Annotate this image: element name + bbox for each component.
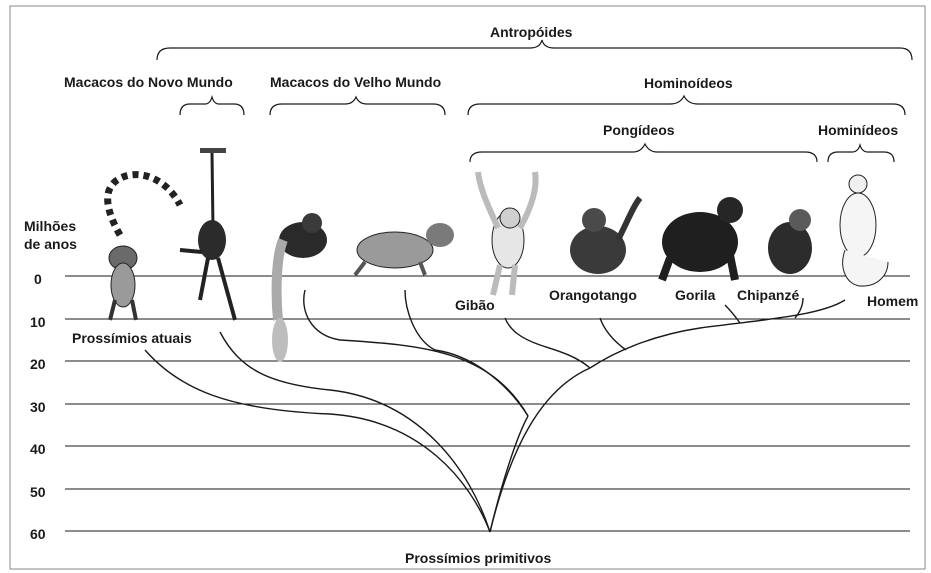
- label-hominideos: Hominídeos: [818, 122, 898, 138]
- tick-label: 0: [34, 271, 42, 287]
- tick-label: 20: [30, 356, 46, 372]
- label-gibao: Gibão: [455, 297, 495, 313]
- phylogeny-branches: [145, 290, 845, 532]
- baboon-icon: [355, 223, 454, 275]
- label-gorila: Gorila: [675, 287, 716, 303]
- gorilla-icon: [662, 197, 743, 280]
- label-antropoides: Antropóides: [490, 24, 573, 40]
- spider-monkey-icon: [180, 148, 235, 320]
- branch-velho-mundo: [490, 416, 528, 532]
- branch-gorila: [725, 305, 740, 323]
- brace-velho-mundo: [270, 97, 445, 115]
- branch-prossimios: [145, 350, 490, 532]
- axis-title-line2: de anos: [24, 236, 77, 252]
- branch-hominoideos: [490, 368, 590, 532]
- branch-great-apes: [590, 300, 845, 368]
- brace-hominoideos: [468, 96, 905, 115]
- label-homem: Homem: [867, 293, 918, 309]
- tick-label: 30: [30, 399, 46, 415]
- label-chipanze: Chipanzé: [737, 287, 799, 303]
- label-velho-mundo: Macacos do Velho Mundo: [270, 74, 441, 90]
- brace-hominideos: [828, 145, 894, 162]
- label-hominoideos: Hominoídeos: [644, 75, 733, 91]
- time-grid: [65, 276, 910, 531]
- colobus-icon: [272, 213, 327, 362]
- branch-novo-mundo: [220, 332, 490, 532]
- tick-label: 10: [30, 314, 46, 330]
- tick-label: 60: [30, 526, 46, 542]
- group-braces: [157, 40, 912, 162]
- tick-label: 40: [30, 441, 46, 457]
- human-icon: [840, 175, 888, 286]
- label-novo-mundo: Macacos do Novo Mundo: [64, 74, 233, 90]
- label-prossimios-atuais: Prossímios atuais: [72, 330, 192, 346]
- chimpanzee-icon: [768, 209, 812, 274]
- brace-antropoides: [157, 40, 912, 60]
- label-prossimios-primitivos: Prossímios primitivos: [405, 550, 551, 566]
- orangutan-icon: [570, 198, 640, 274]
- label-orangotango: Orangotango: [549, 287, 637, 303]
- tick-label: 50: [30, 484, 46, 500]
- gibbon-icon: [478, 172, 536, 295]
- branch-orangotango: [600, 318, 626, 350]
- label-pongideos: Pongídeos: [603, 122, 675, 138]
- brace-pongideos: [470, 144, 817, 162]
- lemur-icon: [108, 175, 180, 320]
- brace-novo-mundo: [180, 97, 244, 115]
- axis-title-line1: Milhões: [24, 218, 76, 234]
